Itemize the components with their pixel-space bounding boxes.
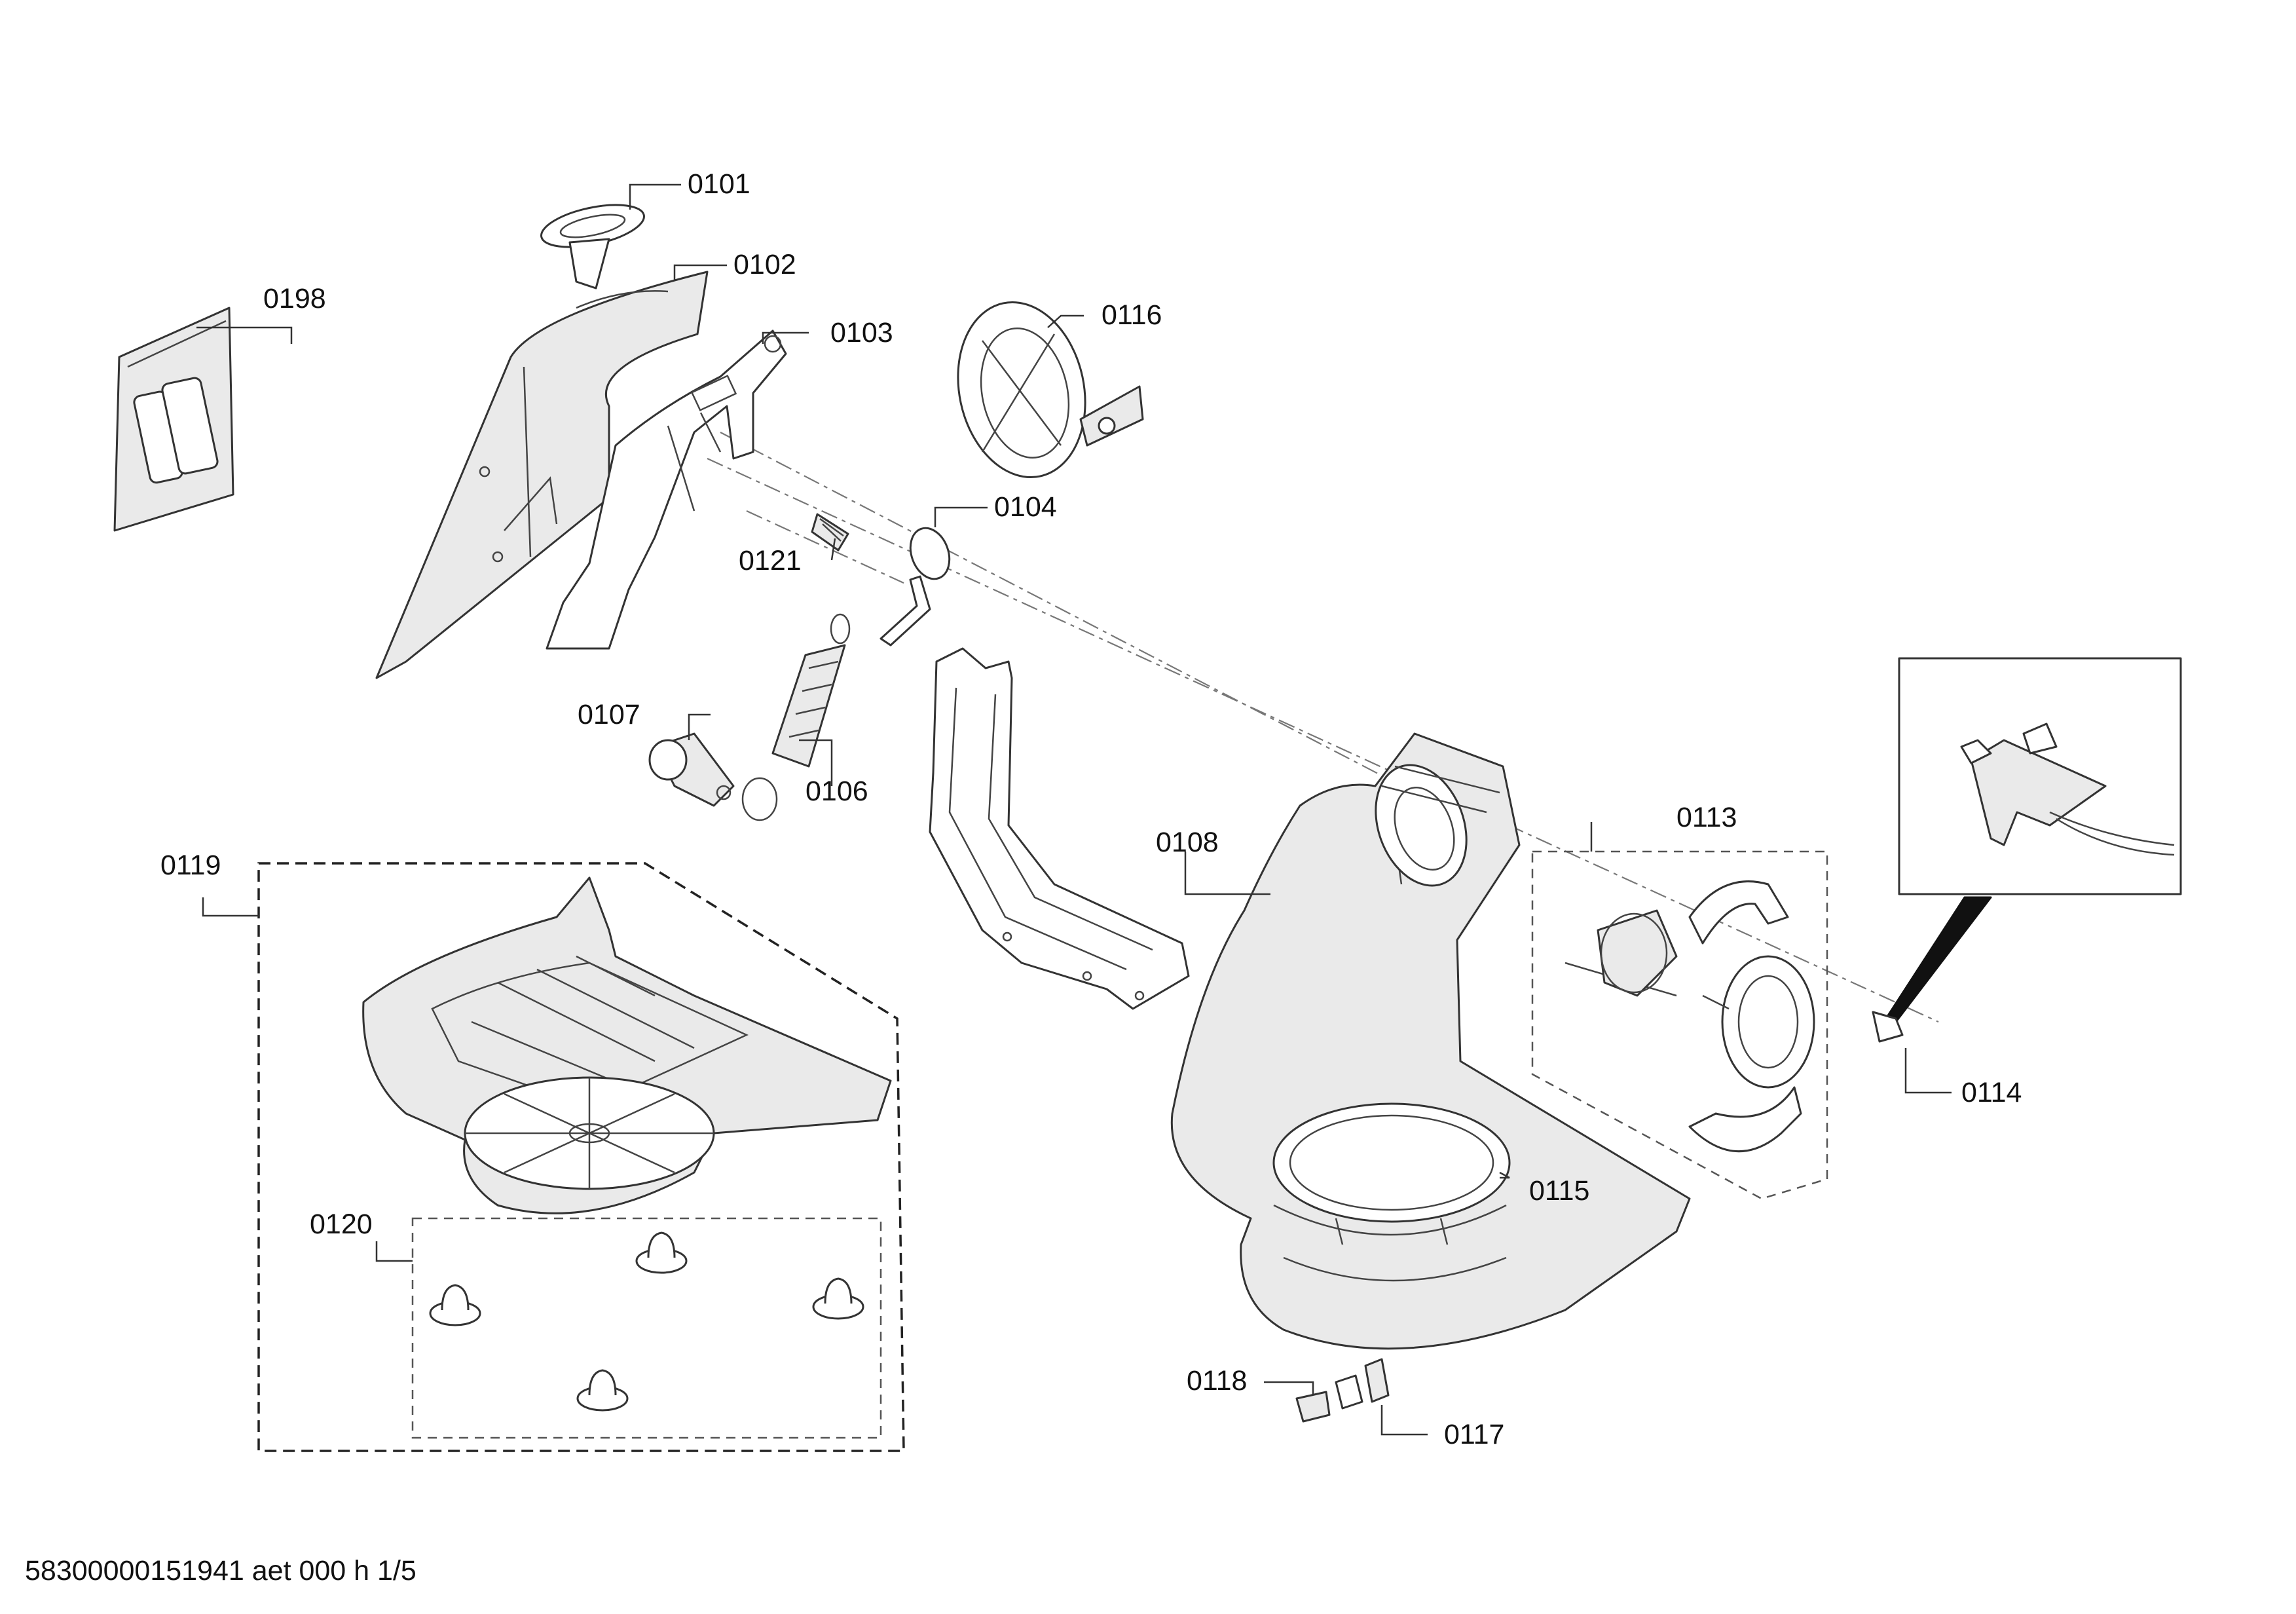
part-0120-feet-group xyxy=(411,1217,882,1439)
part-0103-lever-bracket xyxy=(546,329,787,650)
callout-0108: 0108 xyxy=(1156,827,1219,858)
foot-4 xyxy=(576,1369,629,1412)
foot-2 xyxy=(635,1231,688,1274)
callout-0101: 0101 xyxy=(688,168,750,200)
callout-0120: 0120 xyxy=(310,1209,373,1240)
document-footer-code: 58300000151941 aet 000 h 1/5 xyxy=(25,1555,417,1586)
callout-0113: 0113 xyxy=(1676,802,1737,833)
part-0114-sensor xyxy=(1872,657,2182,1043)
callout-0114: 0114 xyxy=(1961,1077,2022,1108)
callout-0119: 0119 xyxy=(160,850,221,881)
callout-0117: 0117 xyxy=(1444,1419,1504,1450)
callout-0104: 0104 xyxy=(994,491,1057,523)
callout-0102: 0102 xyxy=(733,249,796,280)
part-0101-button xyxy=(540,204,645,290)
part-0115-main-housing xyxy=(1170,732,1691,1350)
part-0117-switch xyxy=(1335,1358,1390,1410)
callout-0115: 0115 xyxy=(1529,1175,1589,1207)
callout-0106: 0106 xyxy=(805,776,868,807)
foot-1 xyxy=(429,1284,481,1326)
foot-3 xyxy=(812,1277,864,1320)
callout-0107: 0107 xyxy=(578,699,640,730)
callout-0118: 0118 xyxy=(1187,1365,1247,1397)
part-0104-hook-lever xyxy=(880,527,951,647)
part-0102-side-cover xyxy=(375,271,709,679)
callout-0121: 0121 xyxy=(739,545,802,576)
callout-0198: 0198 xyxy=(263,283,326,314)
part-0121-spring xyxy=(811,513,849,552)
part-0118-clip xyxy=(1295,1391,1331,1423)
callout-labels: 0101 0102 0103 0104 0106 0107 0108 0113 … xyxy=(160,168,2022,1450)
part-0107-plug xyxy=(648,732,735,807)
part-0113-drive-group xyxy=(1531,850,1828,1200)
part-0119-base-plate-group xyxy=(257,862,905,1452)
callout-0103: 0103 xyxy=(830,317,893,348)
part-0198-parts-bag xyxy=(113,307,234,532)
part-0108-lift-arm xyxy=(929,647,1190,1010)
leader-lines xyxy=(196,183,1952,1436)
callout-0116: 0116 xyxy=(1102,299,1162,331)
part-0106-tension-spring xyxy=(741,613,851,821)
part-0116-cable-wheel xyxy=(957,301,1144,479)
